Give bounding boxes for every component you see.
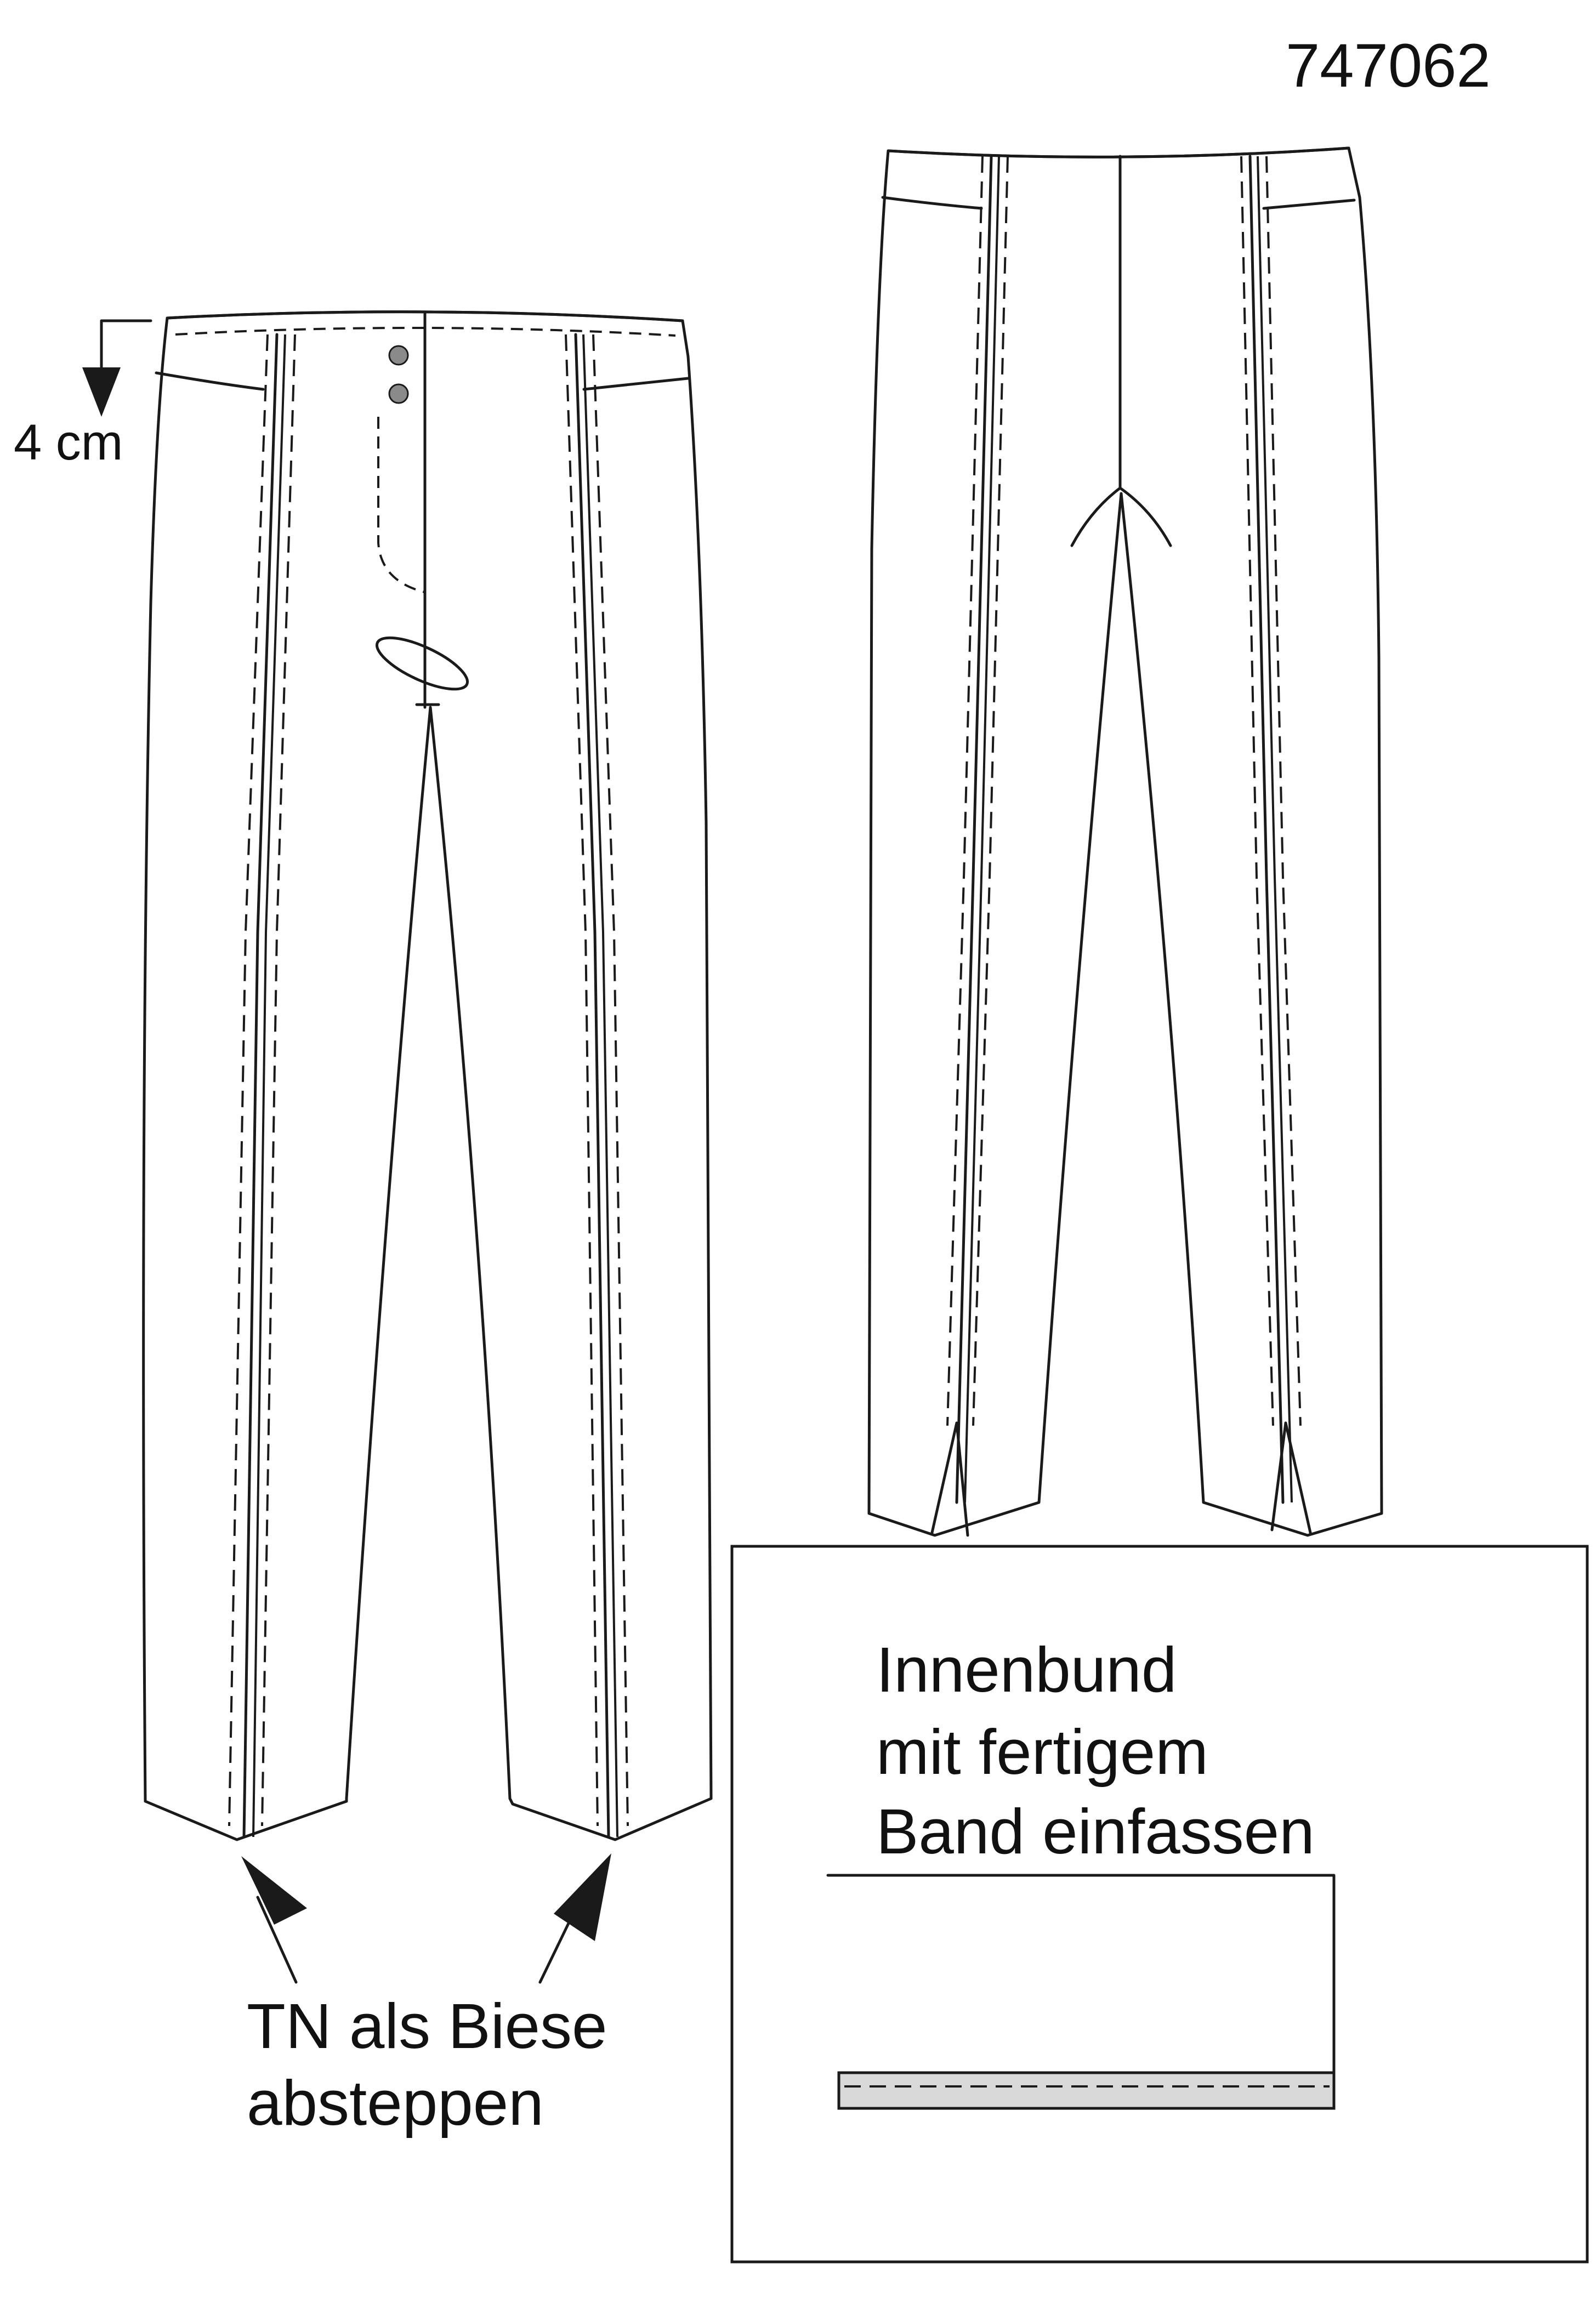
detail-note-line-1: Innenbund	[876, 1634, 1177, 1705]
seam-arrow-right-head	[554, 1853, 611, 1941]
back-left-stitch-outer	[946, 156, 984, 1426]
back-left-slit	[930, 1421, 969, 1537]
front-left-stitch-inner	[261, 334, 296, 1826]
back-view-trousers	[867, 146, 1383, 1537]
seam-arrow-left-shaft	[256, 1896, 298, 1984]
front-left-piping-seam	[242, 333, 279, 1839]
binding-tape	[837, 2071, 1336, 2110]
seam-note-line-2: absteppen	[247, 2067, 544, 2138]
seam-note-line-1: TN als Biese	[247, 1990, 607, 2062]
front-right-stitch-inner	[592, 334, 629, 1826]
back-dart-right	[1118, 486, 1172, 547]
back-left-seam-2	[964, 156, 1000, 1503]
detail-note-line-3: Band einfassen	[876, 1796, 1315, 1867]
back-left-seam	[955, 155, 993, 1504]
measurement-bracket	[100, 319, 152, 385]
button-1	[388, 345, 409, 366]
seam-note-group: TN als Biese absteppen	[241, 1853, 611, 2138]
measurement-arrowhead	[82, 367, 121, 417]
back-right-slit	[1270, 1421, 1312, 1534]
detail-box-frame	[730, 1545, 1589, 2264]
detail-box: Innenbund mit fertigem Band einfassen	[730, 1545, 1589, 2264]
crotch-detail	[375, 636, 469, 691]
front-left-stitch-outer	[228, 334, 269, 1826]
measurement-label: 4 cm	[14, 415, 123, 470]
article-number: 747062	[1286, 31, 1491, 100]
fly-stitch	[377, 417, 425, 593]
back-pocket-left	[881, 196, 983, 210]
back-right-stitch-outer	[1240, 156, 1274, 1426]
back-outline	[867, 146, 1383, 1537]
measurement-indicator: 4 cm	[14, 319, 152, 470]
back-right-seam-2	[1257, 156, 1293, 1503]
front-outline	[142, 310, 713, 1841]
front-left-piping-seam-2	[252, 334, 286, 1837]
back-right-seam	[1248, 155, 1285, 1504]
back-pocket-right	[1262, 198, 1356, 210]
back-dart-left	[1070, 486, 1122, 547]
detail-note-line-2: mit fertigem	[876, 1716, 1208, 1788]
front-view-trousers	[142, 310, 713, 1841]
front-right-piping-seam-2	[582, 334, 618, 1837]
back-right-stitch-inner	[1265, 156, 1302, 1426]
front-right-stitch-outer	[565, 334, 599, 1826]
seam-arrow-left-head	[241, 1856, 307, 1925]
back-left-stitch-inner	[972, 156, 1009, 1426]
button-2	[388, 383, 409, 404]
back-waistband-seam	[887, 146, 1350, 158]
front-pocket-left	[155, 371, 265, 391]
front-pocket-right	[582, 377, 690, 391]
front-right-piping-seam	[574, 333, 610, 1839]
